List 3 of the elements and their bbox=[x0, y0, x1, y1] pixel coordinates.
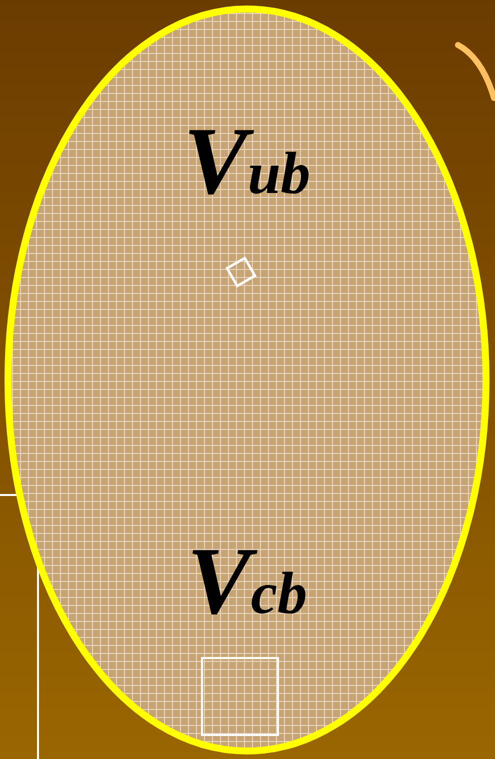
square-outline bbox=[226, 257, 256, 287]
square-outline bbox=[201, 657, 279, 736]
ellipse-shape bbox=[4, 5, 490, 755]
